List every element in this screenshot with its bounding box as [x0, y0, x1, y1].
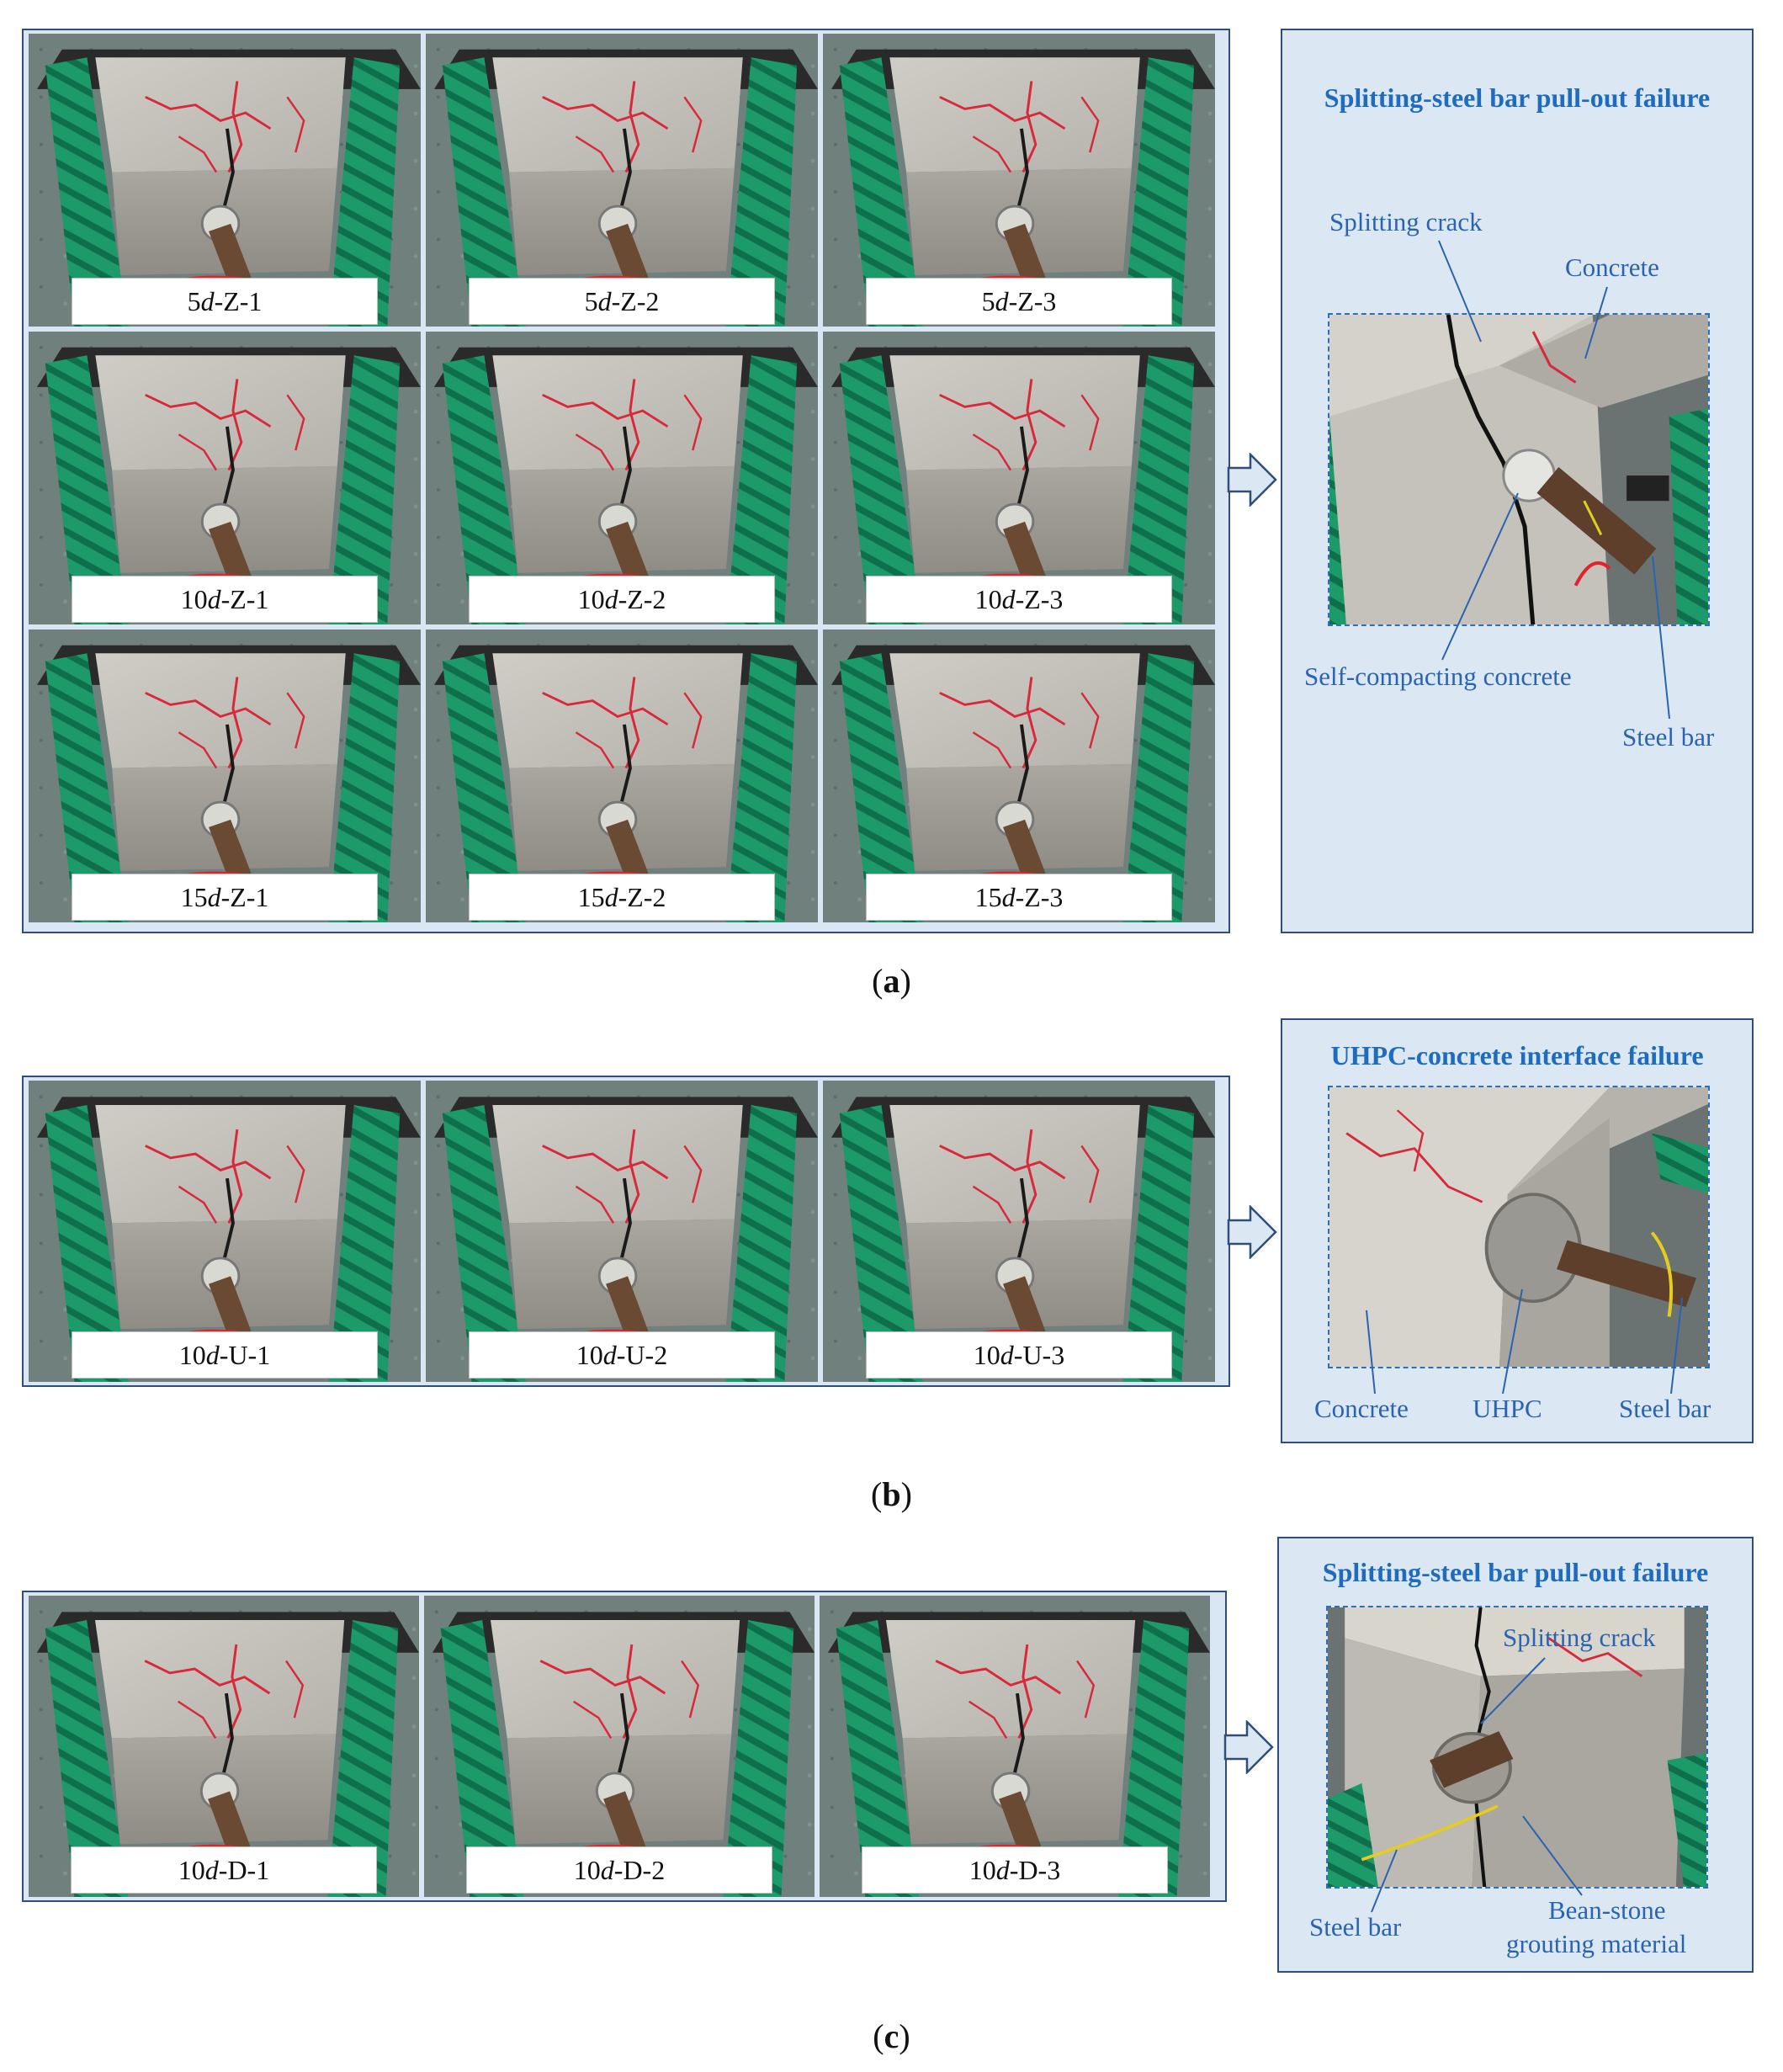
caption-b: (b) [871, 1475, 912, 1513]
annot-uhpc-b: UHPC [1473, 1394, 1542, 1423]
annot-steel-bar-c: Steel bar [1309, 1912, 1402, 1942]
annot-steel-bar-a: Steel bar [1622, 722, 1715, 752]
zoom-image-c [1326, 1606, 1708, 1889]
side-title-a: Splitting-steel bar pull-out failure [1324, 82, 1711, 113]
leader-lines-c [1371, 1657, 1583, 1913]
annot-self-compacting-a: Self-compacting concrete [1304, 661, 1572, 691]
annot-concrete-a: Concrete [1565, 252, 1659, 282]
annot-steel-bar-b: Steel bar [1619, 1394, 1711, 1423]
annot-grouting-2-c: grouting material [1506, 1929, 1687, 1958]
zoom-image-b [1328, 1086, 1710, 1368]
leader-lines-b [1366, 1288, 1683, 1395]
side-panel-a: Splitting-steel bar pull-out failure Spl… [1281, 29, 1754, 933]
annot-splitting-crack-a: Splitting crack [1329, 207, 1483, 236]
side-title-b: UHPC-concrete interface failure [1330, 1040, 1704, 1071]
zoom-image-a [1328, 313, 1710, 626]
annot-grouting-1-c: Bean-stone [1548, 1895, 1666, 1925]
leader-lines-a [1438, 240, 1670, 720]
arrow-icon [1223, 1720, 1274, 1774]
side-panel-c: Splitting-steel bar pull-out failure Spl… [1277, 1537, 1754, 1973]
arrow-icon [1227, 1205, 1277, 1259]
side-panel-b: UHPC-concrete interface failure Concrete… [1281, 1018, 1754, 1443]
annot-splitting-crack-c: Splitting crack [1503, 1623, 1656, 1652]
caption-a: (a) [872, 962, 911, 1000]
annot-concrete-b: Concrete [1314, 1394, 1409, 1423]
caption-c: (c) [873, 2017, 910, 2055]
side-title-c: Splitting-steel bar pull-out failure [1322, 1557, 1709, 1587]
arrow-icon [1227, 453, 1277, 507]
